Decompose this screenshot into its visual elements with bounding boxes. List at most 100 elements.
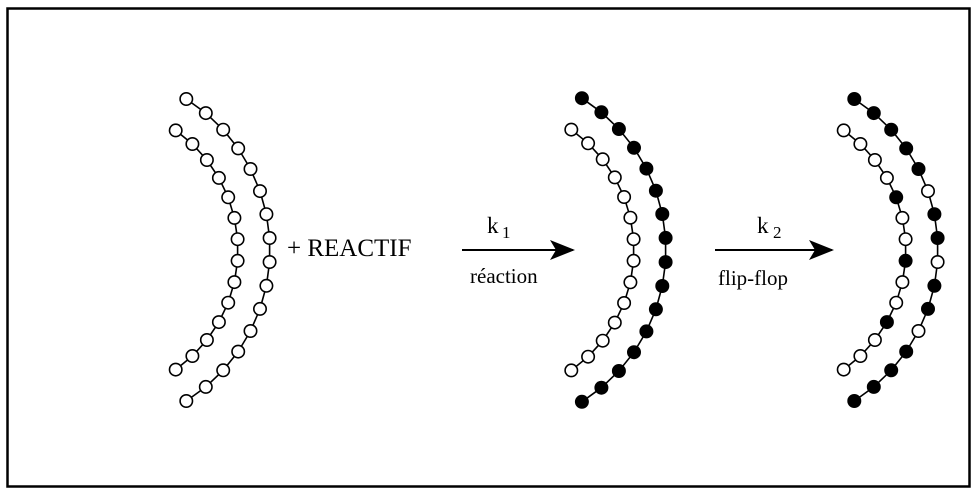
outer-leaflet-lipid-head	[626, 140, 641, 155]
outer-leaflet-lipid-head	[655, 207, 670, 222]
outer-leaflet-tail-line	[185, 98, 271, 402]
inner-leaflet-lipid-head	[581, 136, 596, 151]
outer-leaflet-lipid-head	[884, 122, 899, 137]
outer-leaflet-lipid-head	[899, 344, 914, 359]
flip-flop-label: flip-flop	[718, 266, 788, 290]
inner-leaflet-lipid-head	[564, 122, 579, 137]
inner-leaflet-lipid-head	[836, 123, 851, 138]
reagent-label: + REACTIF	[287, 235, 412, 262]
outer-leaflet-lipid-head	[847, 393, 862, 408]
inner-leaflet-lipid-head	[889, 190, 904, 205]
outer-leaflet-lipid-head	[911, 323, 926, 338]
outer-leaflet-lipid-head	[658, 255, 673, 270]
reaction-arrow	[462, 240, 575, 260]
inner-leaflet-lipid-head	[168, 362, 183, 377]
outer-leaflet-lipid-head	[639, 161, 654, 176]
inner-leaflet-lipid-head	[607, 315, 622, 330]
inner-leaflet-lipid-head	[626, 253, 641, 268]
outer-leaflet-lipid-head	[179, 92, 194, 107]
outer-leaflet-lipid-head	[648, 183, 663, 198]
inner-leaflet-lipid-head	[623, 210, 638, 225]
reaction-label: réaction	[470, 264, 538, 288]
outer-leaflet-lipid-head	[626, 345, 641, 360]
inner-leaflet-lipid-head	[853, 137, 868, 152]
outer-leaflet-lipid-head	[574, 91, 589, 106]
rate-constant-k2: k	[757, 213, 769, 238]
inner-leaflet-lipid-head	[211, 315, 226, 330]
outer-leaflet-lipid-head	[911, 162, 926, 177]
inner-leaflet-lipid-head	[221, 295, 236, 310]
outer-leaflet-lipid-head	[920, 184, 935, 199]
diagram-border	[6, 7, 971, 488]
outer-leaflet-lipid-head	[594, 380, 609, 395]
inner-leaflet-lipid-head	[227, 275, 242, 290]
outer-leaflet-lipid-head	[648, 302, 663, 317]
inner-leaflet-lipid-head	[617, 190, 632, 205]
outer-leaflet-lipid-head	[262, 231, 277, 246]
outer-leaflet-lipid-head	[611, 122, 626, 137]
inner-leaflet-lipid-head	[230, 232, 245, 247]
outer-leaflet-lipid-head	[611, 363, 626, 378]
outer-leaflet-lipid-head	[927, 207, 942, 222]
inner-leaflet-lipid-head	[185, 348, 200, 363]
outer-leaflet-lipid-head	[253, 301, 268, 316]
inner-leaflet-lipid-head	[853, 348, 868, 363]
inner-leaflet-lipid-head	[895, 210, 910, 225]
outer-leaflet-lipid-head	[198, 379, 213, 394]
inner-leaflet-lipid-head	[617, 295, 632, 310]
outer-leaflet-lipid-head	[655, 278, 670, 293]
outer-leaflet-lipid-head	[216, 363, 231, 378]
inner-leaflet-lipid-head	[595, 152, 610, 167]
outer-leaflet-lipid-head	[658, 230, 673, 245]
outer-leaflet-lipid-head	[847, 92, 862, 107]
outer-leaflet-tail-line	[581, 97, 667, 403]
outer-leaflet-lipid-head	[930, 231, 945, 246]
inner-leaflet-lipid-head	[898, 253, 913, 268]
inner-leaflet-lipid-head	[199, 153, 214, 168]
inner-leaflet-lipid-head	[879, 170, 894, 185]
inner-leaflet-lipid-head	[895, 275, 910, 290]
outer-leaflet-lipid-head	[262, 255, 277, 270]
inner-leaflet-lipid-head	[168, 123, 183, 138]
inner-leaflet-lipid-head	[898, 232, 913, 247]
inner-leaflet-lipid-head	[595, 333, 610, 348]
inner-leaflet-lipid-head	[623, 275, 638, 290]
outer-leaflet-lipid-head	[259, 207, 274, 222]
rate-constant-k1: k	[487, 213, 499, 238]
inner-leaflet-lipid-head	[227, 210, 242, 225]
outer-leaflet-lipid-head	[866, 106, 881, 121]
outer-leaflet-lipid-head	[198, 106, 213, 121]
outer-leaflet-lipid-head	[594, 105, 609, 120]
outer-leaflet-lipid-head	[884, 363, 899, 378]
outer-leaflet-lipid-head	[179, 393, 194, 408]
inner-leaflet-lipid-head	[221, 190, 236, 205]
vesicle-initial	[168, 92, 277, 408]
rate-constant-k2-subscript: 2	[773, 223, 782, 242]
outer-leaflet-lipid-head	[243, 162, 258, 177]
outer-leaflet-lipid-head	[899, 141, 914, 156]
inner-leaflet-lipid-head	[564, 363, 579, 378]
inner-leaflet-lipid-head	[607, 170, 622, 185]
outer-leaflet-lipid-head	[243, 323, 258, 338]
rate-constant-k1-subscript: 1	[502, 223, 511, 242]
inner-leaflet-lipid-head	[626, 232, 641, 247]
inner-leaflet-lipid-head	[230, 253, 245, 268]
inner-leaflet-lipid-head	[889, 295, 904, 310]
outer-leaflet-lipid-head	[920, 301, 935, 316]
outer-leaflet-lipid-head	[231, 141, 246, 156]
inner-leaflet-lipid-head	[867, 153, 882, 168]
outer-leaflet-tail-line	[853, 98, 939, 402]
inner-leaflet-lipid-head	[199, 332, 214, 347]
outer-leaflet-lipid-head	[253, 184, 268, 199]
outer-leaflet-lipid-head	[639, 324, 654, 339]
outer-leaflet-lipid-head	[259, 278, 274, 293]
inner-leaflet-lipid-head	[879, 315, 894, 330]
outer-leaflet-lipid-head	[216, 122, 231, 137]
inner-leaflet-lipid-head	[185, 137, 200, 152]
outer-leaflet-lipid-head	[927, 278, 942, 293]
flip-flop-arrow	[715, 240, 834, 260]
vesicle-after-reaction	[564, 91, 673, 409]
vesicle-after-flip-flop	[836, 92, 945, 408]
